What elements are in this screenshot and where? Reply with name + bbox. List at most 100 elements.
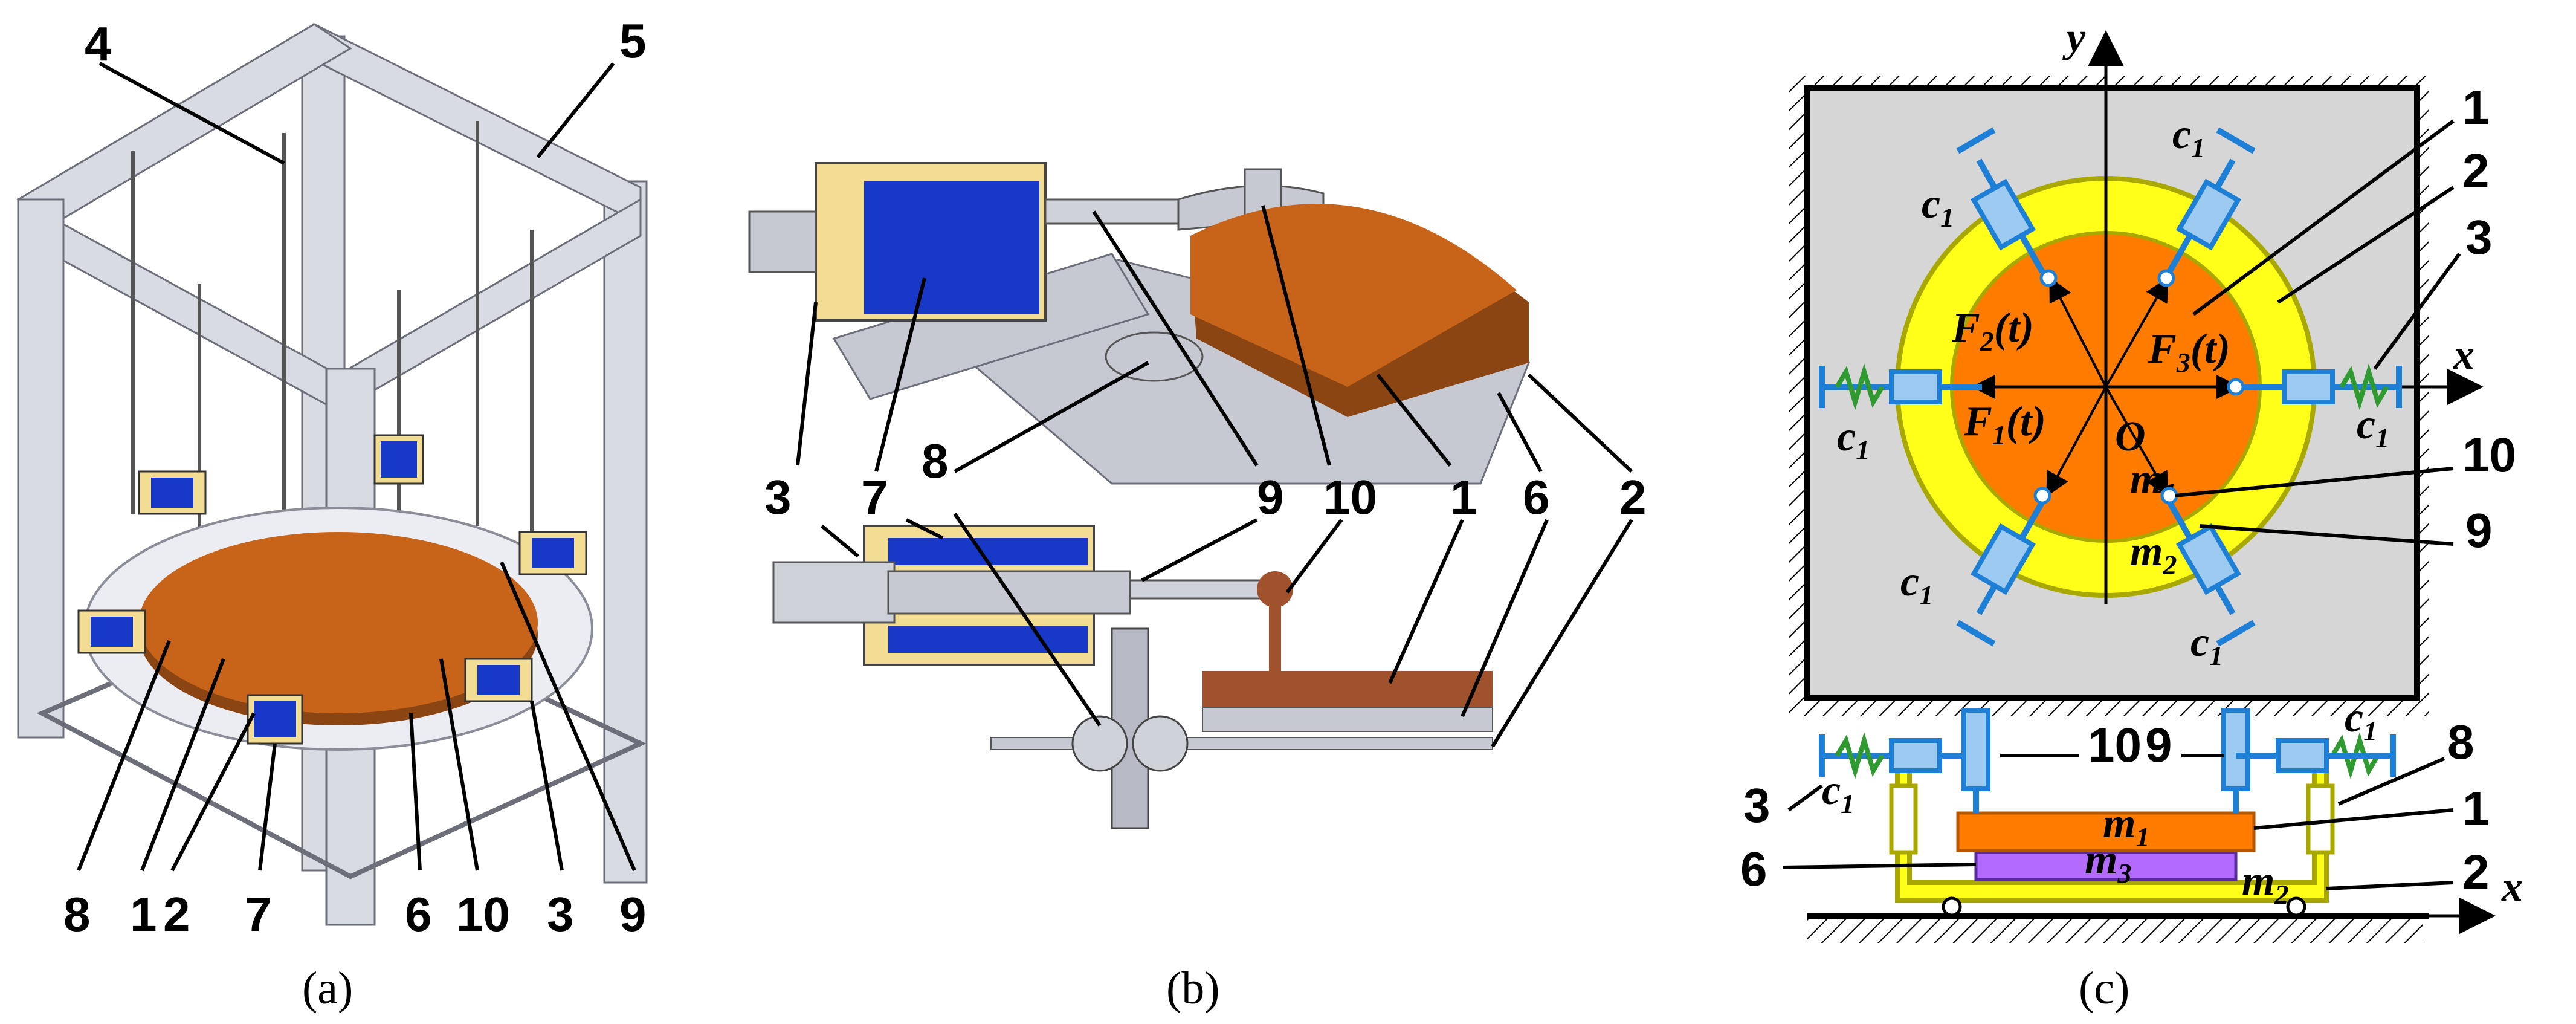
- spring-label-c1: c1: [2345, 695, 2377, 747]
- spring-label-c1: c1: [1922, 181, 1954, 233]
- bearing-section: [1071, 715, 1128, 772]
- mass-label-m1: m1: [2103, 800, 2149, 852]
- bracket-section: [990, 737, 1493, 750]
- spring-label-c1: c1: [1837, 413, 1870, 465]
- label-2: 2: [2462, 845, 2490, 899]
- axis-y-label: y: [2062, 15, 2086, 61]
- roller: [1942, 896, 1962, 917]
- label-9: 9: [2465, 504, 2493, 557]
- leader-line: [821, 524, 859, 558]
- force-vector: [2046, 386, 2107, 497]
- mass-label-m2: m2: [2130, 528, 2177, 580]
- leader-line: [2277, 186, 2455, 304]
- label-3: 3: [1743, 779, 1771, 832]
- label-10: 10: [1323, 470, 1377, 524]
- frame-back-post: [603, 180, 648, 884]
- leader-line: [1376, 374, 1452, 467]
- leader-line: [796, 302, 818, 466]
- leader-line: [1497, 392, 1543, 473]
- label-2: 2: [2462, 144, 2490, 198]
- panel-b: 3 7 8 9 10 1 6 2 (b): [748, 162, 1647, 1014]
- leader-line: [954, 361, 1149, 473]
- label-3: 3: [764, 470, 792, 524]
- label-4: 4: [85, 17, 112, 71]
- leader-line: [2373, 253, 2461, 370]
- leader-line: [170, 712, 256, 872]
- label-10: 10: [2088, 718, 2142, 772]
- label-2: 2: [1619, 470, 1647, 524]
- leader-line: [2326, 881, 2454, 890]
- roller: [2286, 896, 2306, 917]
- spring-dampers-plan: [1819, 127, 2402, 647]
- label-7: 7: [861, 470, 888, 524]
- plunger-section: [772, 561, 896, 624]
- leader-line: [140, 658, 225, 872]
- leader-line: [1491, 519, 1633, 748]
- label-8: 8: [63, 887, 91, 941]
- leader-line: [1141, 518, 1258, 582]
- spring-label-c1: c1: [2357, 401, 2389, 453]
- force-label-f1: F1(t): [1963, 398, 2046, 450]
- force-label-f3: F3(t): [2148, 326, 2230, 378]
- origin-label: O: [2115, 413, 2146, 460]
- label-6: 6: [405, 887, 432, 941]
- mass-m1: [1956, 811, 2256, 852]
- leader-line: [2253, 808, 2454, 830]
- mass-m3: [1974, 851, 2238, 881]
- base-section: [1202, 707, 1493, 732]
- label-6: 6: [1740, 842, 1767, 896]
- leader-line: [2192, 119, 2455, 316]
- leader-line: [536, 62, 615, 158]
- spring-label-c1: c1: [1822, 767, 1855, 819]
- plate-section: [1202, 671, 1493, 707]
- spring-label-c1: c1: [2172, 111, 2205, 163]
- label-9: 9: [2145, 718, 2172, 772]
- force-label-f2: F2(t): [1951, 305, 2034, 357]
- leader-line: [2175, 467, 2454, 497]
- mass-label-m2: m2: [2242, 858, 2288, 910]
- leader-line: [874, 277, 926, 472]
- leader-line: [953, 513, 1102, 727]
- leader-line: [1527, 373, 1633, 473]
- label-3: 3: [547, 887, 574, 941]
- frame-front-post: [17, 198, 65, 739]
- label-7: 7: [245, 887, 272, 941]
- label-8: 8: [922, 434, 949, 488]
- leader-line: [905, 518, 944, 540]
- label-10: 10: [2462, 428, 2516, 482]
- axis-x-label: x: [2453, 332, 2474, 378]
- rod-section: [1129, 579, 1264, 600]
- force-vector: [2049, 276, 2107, 387]
- leader-line: [2199, 524, 2454, 546]
- axis-x-label-side: x: [2501, 864, 2523, 910]
- label-8: 8: [2447, 715, 2474, 769]
- mass-label-m3: m3: [2085, 837, 2131, 889]
- plate-top: [1190, 204, 1517, 387]
- spring-label-c1: c1: [2190, 619, 2223, 671]
- coil-section: [888, 626, 1088, 653]
- solenoid-actuators: [77, 434, 587, 745]
- spring-label-c1: c1: [1900, 559, 1933, 611]
- label-9: 9: [619, 887, 647, 941]
- leader-line: [1782, 863, 1977, 869]
- spring-dampers-side: [1819, 708, 2396, 855]
- leader-line: [500, 561, 636, 872]
- bearing-section: [1132, 715, 1189, 772]
- frame-top-beam: [337, 198, 642, 413]
- force-vector: [2105, 277, 2169, 387]
- frame-top-beam: [17, 198, 340, 413]
- frame-top-beam: [16, 23, 352, 225]
- leader-line: [98, 62, 285, 165]
- label-3: 3: [2465, 210, 2493, 264]
- label-1: 1: [2462, 782, 2490, 835]
- leader-line: [1388, 519, 1464, 684]
- leader-line: [1461, 519, 1549, 718]
- solenoid-coil: [864, 181, 1039, 314]
- caption-a: (a): [302, 963, 353, 1014]
- leader-line: [1092, 210, 1259, 467]
- label-1: 1: [2462, 80, 2490, 134]
- panel-a: 4 5 8 1 2 7 6 10 3 9 (a): [16, 14, 648, 1014]
- plunger-rod: [1044, 198, 1180, 225]
- label-1: 1: [1450, 470, 1477, 524]
